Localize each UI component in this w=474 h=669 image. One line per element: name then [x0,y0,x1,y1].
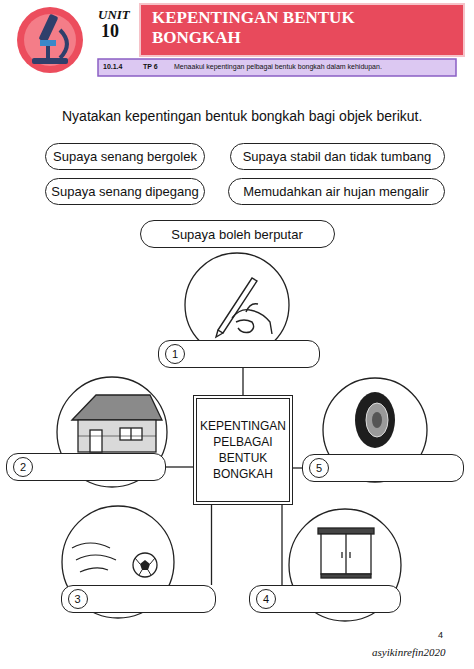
callout-number: 3 [68,589,88,609]
level-label: TP 6 [143,63,158,70]
node-text: Memudahkan air hujan mengalir [243,184,429,199]
watermark: asyikinrefin2020 [372,646,446,658]
node-text: Supaya senang bergolek [53,149,197,164]
answer-option: Supaya senang dipegang [45,178,205,205]
unit-label: UNIT [98,7,130,23]
node-text: Supaya senang dipegang [51,184,198,199]
microscope-icon [17,7,83,73]
callout-number: 4 [256,589,276,609]
connector-line [281,505,282,585]
title-banner [140,4,464,56]
house-picture [72,395,162,452]
picture-bubbles [57,253,427,621]
central-topic-box: KEPENTINGAN PELBAGAI BENTUK BONGKAH [193,395,293,505]
connector-line [166,466,193,467]
page-number: 4 [438,630,443,640]
standard-code: 10.1.4 [103,63,122,70]
node-text: Supaya boleh berputar [171,227,303,242]
node-text: KEPENTINGAN PELBAGAI BENTUK BONGKAH [200,418,286,483]
answer-box: 4 [249,585,401,613]
answer-box: 3 [61,585,216,613]
objective-text: Menaakul kepentingan pelbagai bentuk bon… [174,63,382,70]
connector-line [293,467,302,468]
node-text: Supaya stabil dan tidak tumbang [243,149,432,164]
ball-picture [72,543,157,577]
answer-box: 5 [302,454,464,482]
tyre-picture [355,392,395,448]
pencil-hand [216,278,272,337]
answer-option: Supaya stabil dan tidak tumbang [230,143,445,170]
callout-number: 2 [13,457,33,477]
answer-box: 2 [6,453,166,481]
page-title: KEPENTINGAN BENTUK BONGKAH [152,8,377,47]
unit-number: 10 [101,21,119,42]
answer-option: Supaya senang bergolek [45,143,205,170]
objective-bar [98,59,456,76]
connector-line [211,505,212,585]
connector-line [242,368,243,395]
callout-number: 5 [309,458,329,478]
callout-number: 1 [165,344,185,364]
instruction: Nyatakan kepentingan bentuk bongkah bagi… [62,108,422,124]
answer-option: Memudahkan air hujan mengalir [228,178,445,205]
answer-box: 1 [158,340,320,368]
answer-option: Supaya boleh berputar [140,220,335,248]
cabinet-picture [318,528,374,578]
